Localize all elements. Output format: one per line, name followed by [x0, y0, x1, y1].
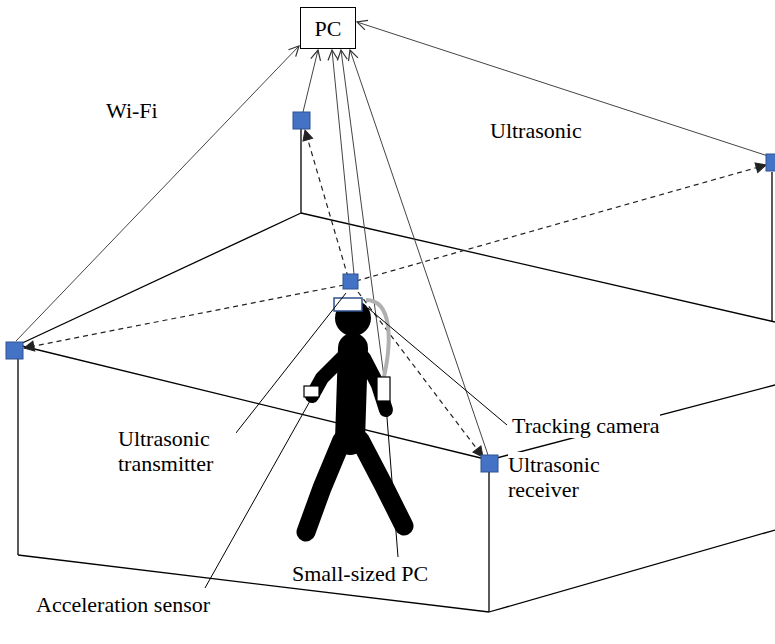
cable: [366, 300, 389, 377]
part-label: Acceleration sensor: [36, 592, 210, 617]
pc-box: PC: [300, 7, 356, 49]
link-label: Wi-Fi: [106, 98, 158, 123]
person-silhouette: [306, 300, 404, 532]
ultrasonic-path: [24, 130, 766, 457]
part-label: Ultrasonic receiver: [508, 452, 620, 502]
ultrasonic-receiver: [6, 112, 775, 472]
leader-line: [205, 293, 507, 588]
ultrasonic-transmitter: [343, 274, 358, 289]
acceleration-sensor: [304, 386, 319, 397]
tracking-camera: [334, 298, 362, 311]
wifi-link: [16, 22, 768, 455]
part-label: Tracking camera: [512, 413, 660, 438]
room-wireframe: [18, 128, 775, 612]
part-label: Ultrasonic transmitter: [118, 426, 236, 476]
part-label: Small-sized PC: [292, 561, 428, 586]
box-text: PC: [315, 16, 342, 41]
link-label: Ultrasonic: [490, 118, 582, 143]
small-pc: [377, 377, 390, 401]
